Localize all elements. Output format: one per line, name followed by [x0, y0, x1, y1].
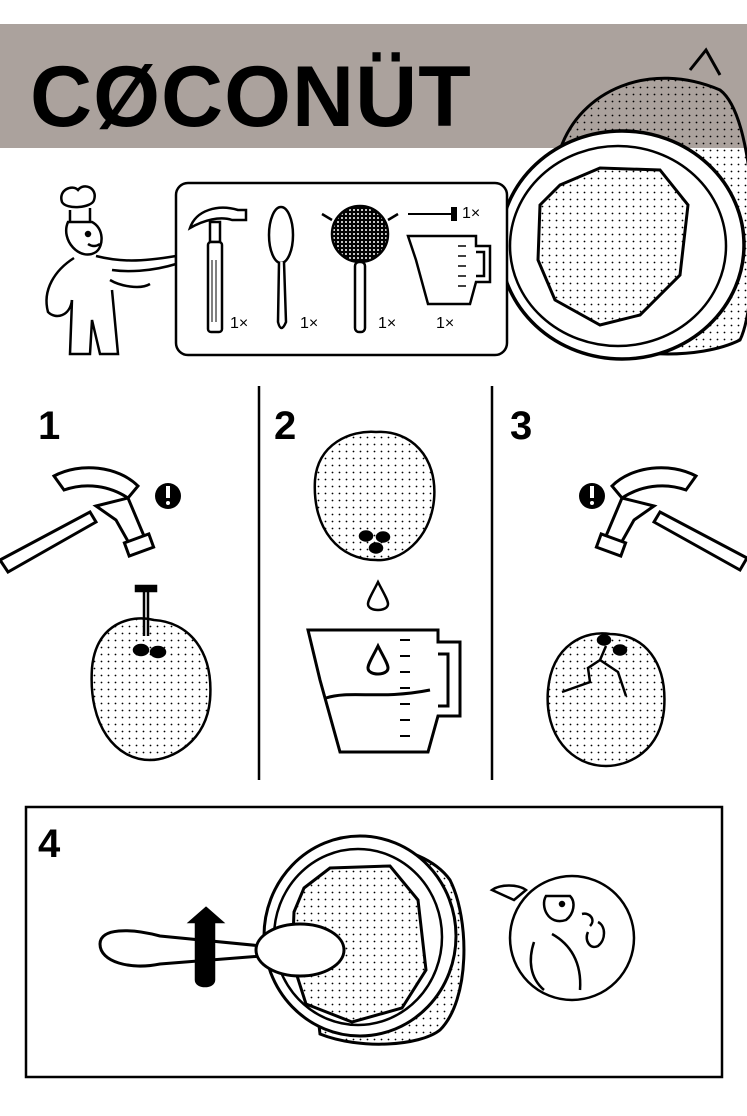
spoon-icon	[100, 924, 344, 976]
hammer-icon	[596, 468, 747, 570]
happy-character-icon	[492, 876, 634, 1000]
warning-icon	[155, 483, 181, 509]
step-number: 3	[510, 406, 532, 446]
hammer-icon	[0, 468, 154, 572]
tool-quantity: 1×	[300, 316, 318, 332]
coconut-icon	[315, 432, 435, 560]
cracked-coconut-icon	[548, 633, 665, 766]
warning-icon	[579, 483, 605, 509]
tool-quantity: 1×	[436, 316, 454, 332]
drop-icon	[368, 582, 388, 610]
step-number: 1	[38, 406, 60, 446]
chef-character-icon	[47, 186, 176, 354]
tool-quantity: 1×	[462, 206, 480, 222]
tool-quantity: 1×	[378, 316, 396, 332]
tool-quantity: 1×	[230, 316, 248, 332]
coconut-icon	[92, 618, 211, 760]
step-number: 2	[274, 406, 296, 446]
step-number: 4	[38, 824, 60, 864]
measuring-jug-icon	[308, 630, 460, 752]
